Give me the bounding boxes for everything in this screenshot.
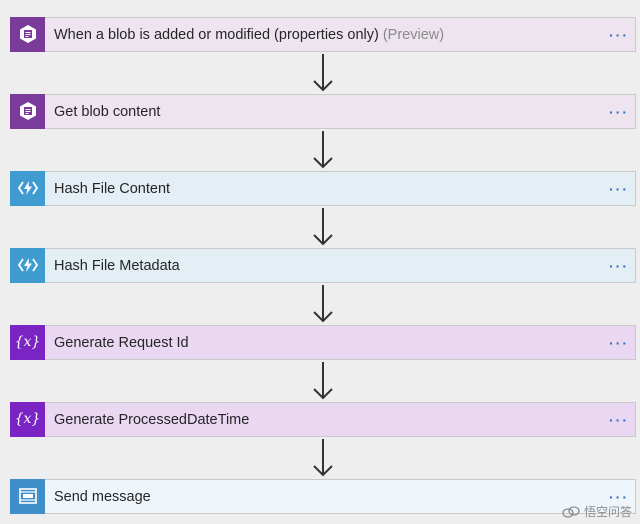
step-hash-file-metadata[interactable]: Hash File Metadata ···	[10, 247, 636, 283]
step-get-blob-content[interactable]: Get blob content ···	[10, 93, 636, 129]
arrow-down-icon	[313, 208, 333, 246]
azure-function-icon	[10, 247, 45, 283]
azure-function-icon	[10, 170, 45, 206]
step-title-text: When a blob is added or modified (proper…	[54, 26, 379, 43]
arrow-down-icon	[313, 362, 333, 400]
more-options-button[interactable]: ···	[609, 334, 629, 351]
step-when-blob-added[interactable]: When a blob is added or modified (proper…	[10, 16, 636, 52]
step-hash-file-content[interactable]: Hash File Content ···	[10, 170, 636, 206]
watermark-text: 悟空问答	[583, 505, 632, 519]
more-options-button[interactable]: ···	[609, 26, 629, 43]
service-bus-icon	[10, 478, 45, 514]
step-title: Generate Request Id	[54, 334, 189, 351]
step-send-message[interactable]: Send message ···	[10, 478, 636, 514]
variable-icon: {x}	[10, 401, 45, 437]
step-generate-processed-datetime[interactable]: {x} Generate ProcessedDateTime ···	[10, 401, 636, 437]
step-title: Generate ProcessedDateTime	[54, 411, 250, 428]
more-options-button[interactable]: ···	[609, 257, 629, 274]
variable-icon: {x}	[10, 324, 45, 360]
arrow-down-icon	[313, 54, 333, 92]
arrow-down-icon	[313, 285, 333, 323]
step-title: Get blob content	[54, 103, 161, 120]
watermark-logo-icon	[562, 505, 580, 518]
arrow-down-icon	[313, 131, 333, 169]
step-title: Hash File Metadata	[54, 257, 180, 274]
step-generate-request-id[interactable]: {x} Generate Request Id ···	[10, 324, 636, 360]
blob-storage-icon	[10, 16, 45, 52]
watermark: 悟空问答	[562, 503, 632, 520]
more-options-button[interactable]: ···	[609, 488, 629, 505]
variable-glyph: {x}	[14, 334, 41, 350]
step-title: When a blob is added or modified (proper…	[54, 27, 444, 43]
more-options-button[interactable]: ···	[609, 103, 629, 120]
arrow-down-icon	[313, 439, 333, 477]
more-options-button[interactable]: ···	[609, 411, 629, 428]
step-title: Send message	[54, 488, 151, 505]
more-options-button[interactable]: ···	[609, 180, 629, 197]
step-preview-suffix: (Preview)	[382, 26, 445, 43]
step-title: Hash File Content	[54, 180, 171, 197]
blob-storage-icon	[10, 93, 45, 129]
variable-glyph: {x}	[14, 411, 41, 427]
